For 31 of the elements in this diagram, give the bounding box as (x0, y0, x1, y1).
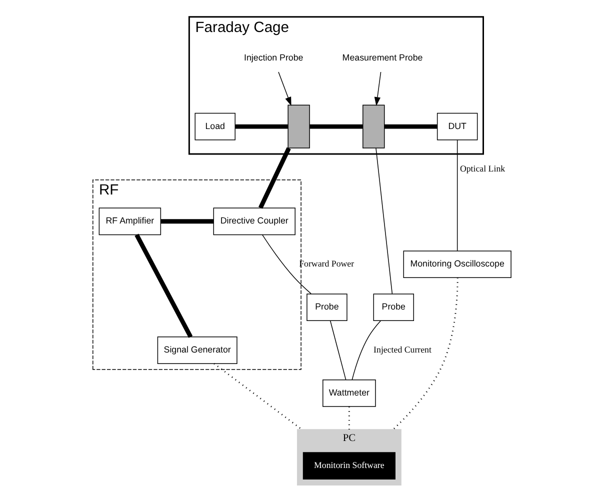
node-box: Wattmeter (322, 380, 376, 407)
connector (384, 124, 438, 129)
node-box: Probe (373, 294, 414, 321)
connector (330, 320, 346, 380)
edge-label: Optical Link (460, 163, 506, 174)
node-box: Probe (306, 294, 348, 321)
node-text: Injection Probe (244, 52, 304, 63)
node-box: Load (194, 112, 236, 140)
arrow (374, 72, 382, 106)
edge-label: Injected Current (374, 344, 432, 355)
connector (258, 147, 291, 209)
connector (310, 124, 363, 129)
connector (214, 363, 302, 430)
connector (160, 219, 214, 224)
connector (134, 234, 193, 338)
connector (352, 320, 382, 380)
node-box (362, 104, 385, 148)
connector (262, 234, 312, 294)
node-box: DUT (436, 112, 478, 140)
edge-label: Forward Power (299, 258, 354, 269)
node-box: Directive Coupler (213, 208, 296, 236)
connector (456, 140, 458, 252)
connector (235, 124, 288, 129)
node-text: Measurement Probe (342, 52, 423, 63)
node-box: Monitoring Oscilloscope (403, 250, 512, 278)
node-box (288, 104, 310, 148)
connector (392, 278, 458, 430)
arrow (278, 72, 292, 106)
node-box: Monitorin Software (302, 452, 396, 480)
node-box: Signal Generator (157, 336, 238, 364)
node-box: RF Amplifier (98, 208, 162, 236)
